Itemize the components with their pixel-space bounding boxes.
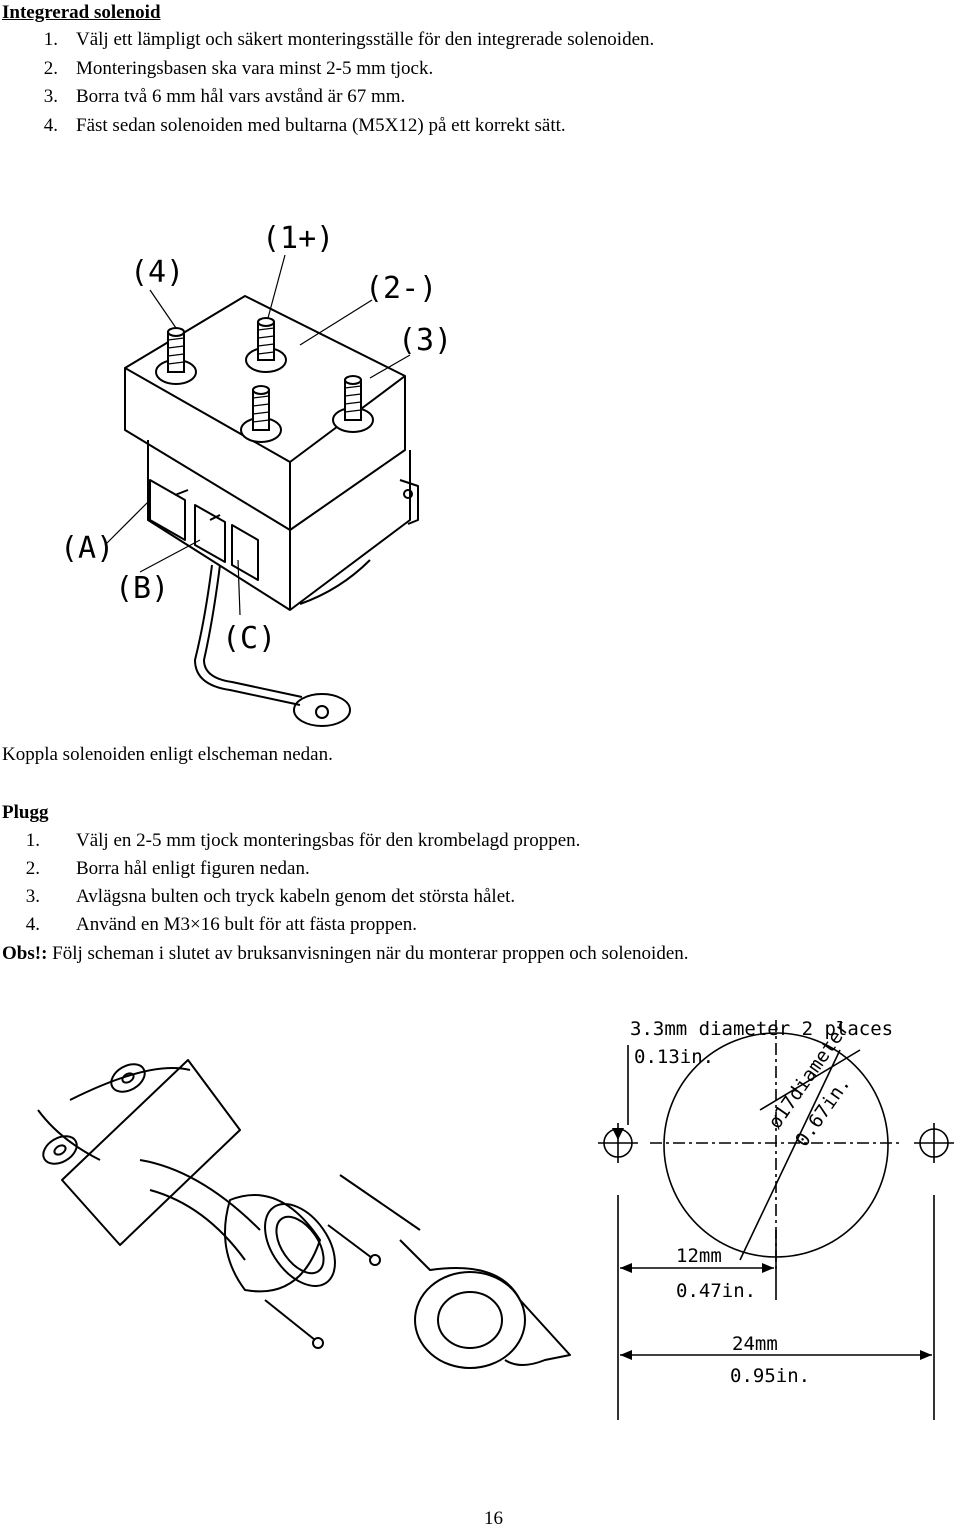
- list-number: 1.: [25, 830, 40, 851]
- label-terminal-2: (2-): [365, 271, 437, 306]
- note-text: Följ scheman i slutet av bruksanvisninge…: [47, 943, 689, 964]
- dim-24-inch-label: 0.95in.: [730, 1365, 810, 1387]
- list-text: Borra två 6 mm hål vars avstånd är 67 mm…: [76, 86, 406, 107]
- note-label: Obs!:: [2, 943, 48, 964]
- page-number: 16: [484, 1508, 503, 1529]
- list-text: Monteringsbasen ska vara minst 2-5 mm tj…: [76, 58, 434, 79]
- list-number: 2.: [25, 858, 40, 879]
- list-text: Välj en 2-5 mm tjock monteringsbas för d…: [76, 830, 581, 851]
- list-text: Borra hål enligt figuren nedan.: [76, 858, 310, 879]
- label-c: (C): [222, 621, 276, 656]
- list-number: 2.: [43, 58, 58, 79]
- label-terminal-3: (3): [398, 323, 452, 358]
- list-number: 4.: [25, 914, 40, 935]
- list-number: 4.: [43, 115, 58, 136]
- label-b: (B): [115, 571, 169, 606]
- label-a: (A): [60, 531, 114, 566]
- dim-12-label: 12mm: [676, 1245, 722, 1267]
- list-number: 1.: [43, 29, 58, 50]
- list-text: Fäst sedan solenoiden med bultarna (M5X1…: [76, 115, 566, 136]
- note: Obs!: Följ scheman i slutet av bruksanvi…: [2, 943, 689, 965]
- dim-24-label: 24mm: [732, 1333, 778, 1355]
- connect-instruction: Koppla solenoiden enligt elscheman nedan…: [2, 744, 333, 765]
- label-terminal-4: (4): [130, 255, 184, 290]
- list-number: 3.: [43, 86, 58, 107]
- list-number: 3.: [25, 886, 40, 907]
- section-heading-plug: Plugg: [2, 802, 49, 823]
- solenoid-figure: (4) (1+) (2-) (3) (A) (B) (C): [60, 221, 452, 727]
- list-text: Avlägsna bulten och tryck kabeln genom d…: [76, 886, 516, 907]
- hole-diameter-label: 3.3mm diameter 2 places: [630, 1018, 893, 1040]
- dim-12-inch-label: 0.47in.: [676, 1280, 756, 1302]
- section-heading-solenoid: Integrerad solenoid: [2, 2, 161, 23]
- hole-diameter-inch-label: 0.13in.: [634, 1046, 714, 1068]
- label-terminal-1: (1+): [262, 221, 334, 256]
- list-text: Använd en M3×16 bult för att fästa propp…: [76, 914, 418, 935]
- list-text: Välj ett lämpligt och säkert monteringss…: [76, 29, 655, 50]
